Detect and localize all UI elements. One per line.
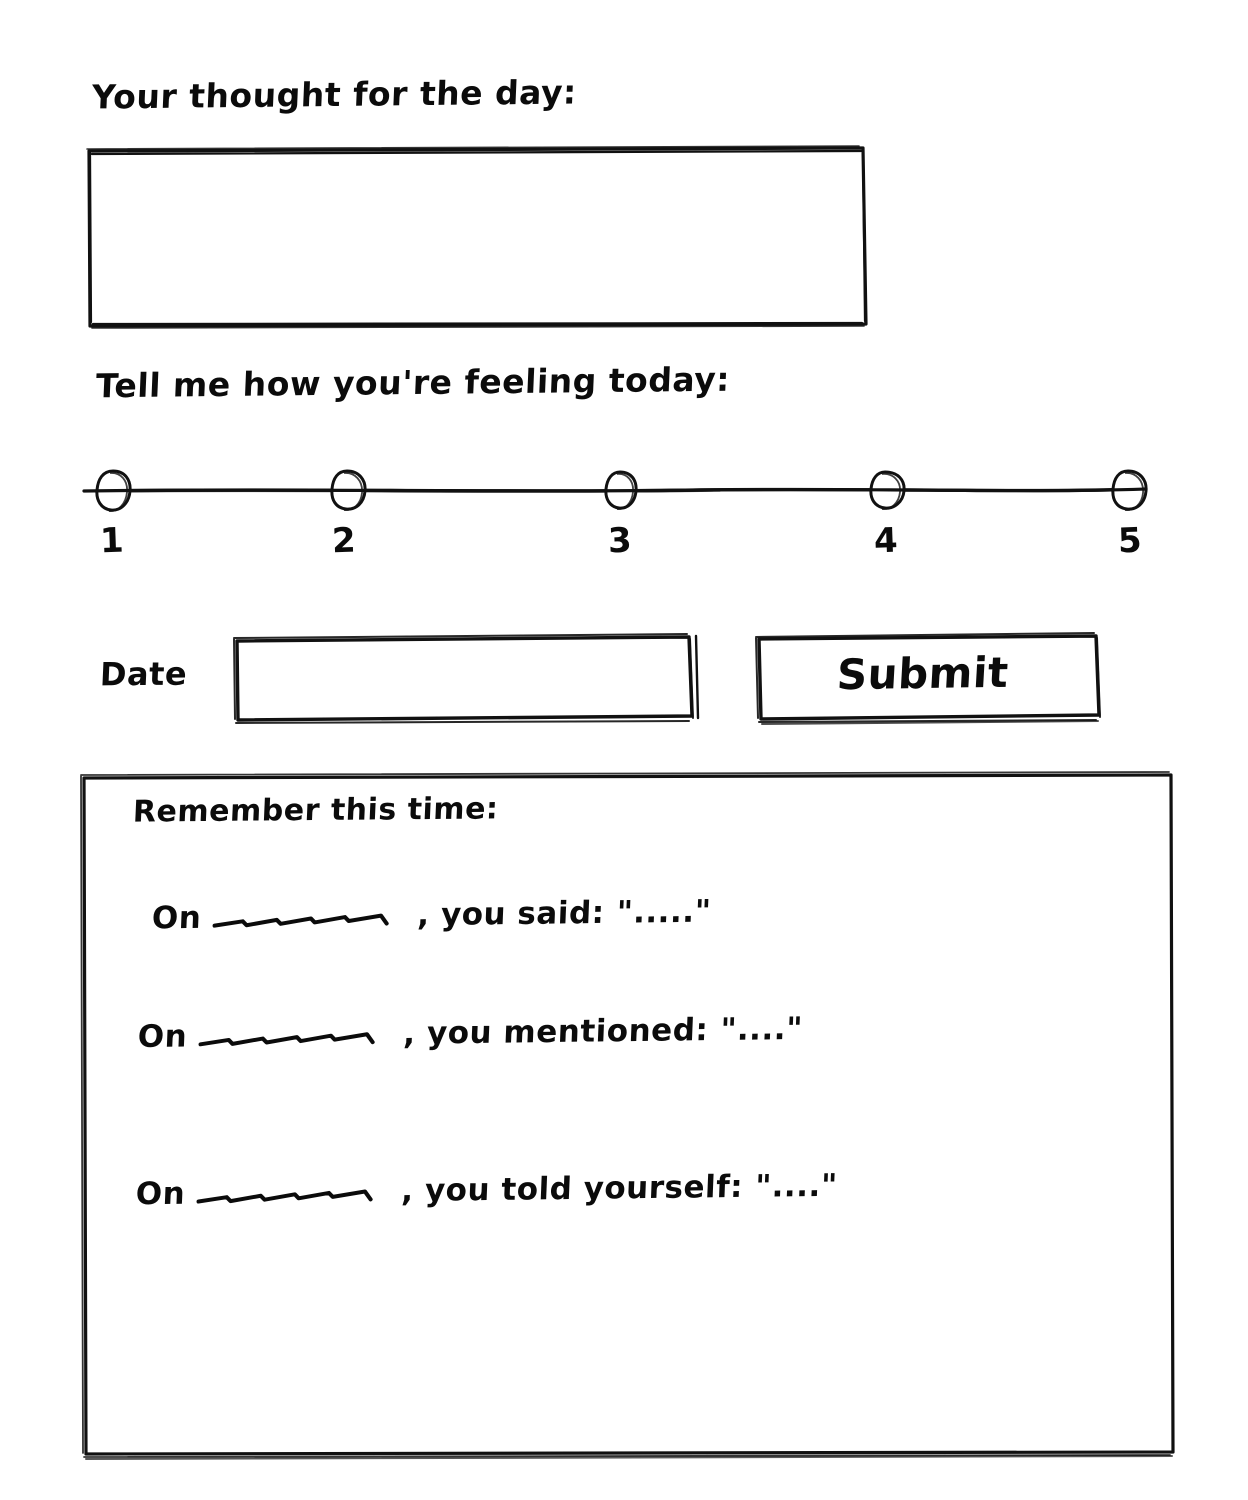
date-input-border xyxy=(233,633,700,724)
feeling-slider-track xyxy=(82,469,1148,512)
memory-entry: On , you told yourself: "...." xyxy=(135,1167,839,1213)
feeling-section-title: Tell me how you're feeling today: xyxy=(95,359,731,406)
thought-textarea-border xyxy=(86,145,868,329)
memory-entry-prefix: On xyxy=(137,1018,189,1056)
feeling-scale-label-1: 1 xyxy=(99,520,125,562)
feeling-option-5[interactable] xyxy=(1109,466,1153,516)
submit-button-border xyxy=(755,632,1101,725)
memory-panel-border xyxy=(80,771,1175,1460)
memory-entry-suffix: , you said: xyxy=(416,894,606,934)
memory-entry-blank-line xyxy=(199,1031,376,1046)
memory-panel xyxy=(74,766,1184,1470)
thought-textarea[interactable] xyxy=(80,140,880,344)
feeling-option-4[interactable] xyxy=(867,466,911,516)
date-input[interactable] xyxy=(226,628,716,737)
date-label: Date xyxy=(99,654,189,694)
memory-entry-blank-line xyxy=(196,1188,374,1204)
memory-entry: On , you said: "....." xyxy=(151,893,713,937)
memory-entry-blank-line xyxy=(213,913,390,928)
memory-entry-quote: "...." xyxy=(754,1167,839,1205)
memory-panel-heading: Remember this time: xyxy=(132,791,500,830)
thought-section-title: Your thought for the day: xyxy=(91,72,578,117)
memory-entry: On , you mentioned: "...." xyxy=(137,1010,804,1056)
feeling-slider[interactable] xyxy=(80,452,1170,536)
feeling-scale-label-2: 2 xyxy=(331,520,357,562)
feeling-scale-label-3: 3 xyxy=(607,520,633,562)
feeling-scale-label-4: 4 xyxy=(873,520,899,562)
feeling-scale-label-5: 5 xyxy=(1117,520,1143,562)
memory-entry-suffix: , you mentioned: xyxy=(402,1012,710,1052)
feeling-option-3[interactable] xyxy=(602,466,646,516)
feeling-option-2[interactable] xyxy=(328,466,372,516)
memory-entry-suffix: , you told yourself: xyxy=(400,1168,744,1210)
submit-button[interactable]: Submit xyxy=(748,628,1118,737)
memory-entry-prefix: On xyxy=(151,899,203,937)
memory-entry-quote: "...." xyxy=(719,1010,804,1048)
feeling-option-1[interactable] xyxy=(94,466,138,516)
memory-entry-quote: "....." xyxy=(615,893,713,931)
memory-entry-prefix: On xyxy=(135,1175,187,1213)
